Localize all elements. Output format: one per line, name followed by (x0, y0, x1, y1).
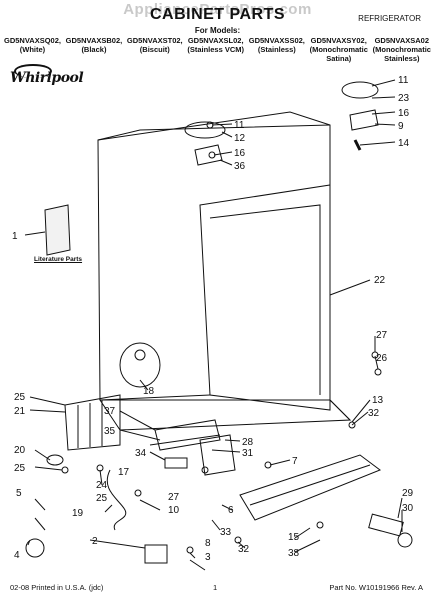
category-label: REFRIGERATOR (358, 14, 421, 23)
top-hinge-cover-icon (184, 121, 226, 139)
for-models-label: For Models: (194, 26, 241, 35)
model-code: GD5NVAXSS02, (248, 36, 305, 45)
callout-16b: 16 (234, 148, 246, 159)
model-finish: (Monochromatic Satina) (309, 45, 368, 63)
callout-18: 18 (143, 386, 155, 397)
callout-8: 8 (205, 538, 211, 549)
model-item: GD5NVAXSB02,(Black) (66, 36, 123, 63)
cabinet-top-edge (97, 124, 331, 141)
model-item: GD5NVAXSS02,(Stainless) (249, 36, 305, 63)
callout-33: 33 (220, 527, 232, 538)
right-hinge-plate-icon (349, 109, 379, 131)
page-number: 1 (213, 583, 218, 592)
water-filter-icon (368, 513, 404, 537)
water-tube-icon (106, 469, 127, 531)
callout-25c: 25 (96, 493, 108, 504)
model-item: GD5NVAXSA02(Monochromatic Stainless) (373, 36, 431, 63)
literature-parts-label: Literature Parts (34, 256, 83, 263)
cabinet-opening (199, 184, 331, 411)
model-code: GD5NVAXSA02 (374, 36, 430, 45)
callout-25b: 25 (14, 463, 26, 474)
callout-14: 14 (398, 138, 410, 149)
callout-16a: 16 (398, 108, 410, 119)
literature-parts-icon (44, 204, 71, 256)
callout-6: 6 (228, 505, 234, 516)
callout-27a: 27 (376, 330, 388, 341)
callout-32b: 32 (238, 544, 250, 555)
leveling-leg-icon (46, 454, 64, 466)
callout-4: 4 (14, 550, 20, 561)
model-finish: (White) (19, 45, 46, 54)
damper-assembly-icon (154, 419, 221, 451)
callout-36: 36 (234, 161, 246, 172)
callout-22: 22 (374, 275, 386, 286)
model-list: GD5NVAXSQ02,(White) GD5NVAXSB02,(Black) … (4, 36, 431, 63)
callout-23: 23 (398, 93, 410, 104)
model-finish: (Stainless) (257, 45, 296, 54)
callout-2: 2 (92, 536, 98, 547)
callout-1: 1 (12, 231, 18, 242)
cabinet-liner (209, 204, 321, 395)
model-finish: (Black) (81, 45, 107, 54)
model-code: GD5NVAXSQ02, (4, 36, 61, 45)
callout-31: 31 (242, 448, 254, 459)
callout-7: 7 (292, 456, 298, 467)
callout-12: 12 (234, 133, 246, 144)
model-code: GD5NVAXSB02, (65, 36, 123, 45)
callout-21: 21 (14, 406, 26, 417)
cabinet-base (99, 399, 352, 431)
callout-10: 10 (168, 505, 180, 516)
model-code: GD5NVAXSY02, (310, 36, 367, 45)
callout-25a: 25 (14, 392, 26, 403)
model-code: GD5NVAXST02, (126, 36, 183, 45)
callout-24: 24 (96, 480, 108, 491)
rear-grille (64, 394, 121, 451)
callout-26: 26 (376, 353, 388, 364)
callout-34: 34 (135, 448, 147, 459)
callout-17: 17 (118, 467, 130, 478)
model-finish: (Biscuit) (139, 45, 170, 54)
filter-cap-icon (397, 532, 413, 548)
callout-3: 3 (205, 552, 211, 563)
footer-print-info: 02-08 Printed in U.S.A. (jdc) (10, 583, 104, 592)
page-title: CABINET PARTS (149, 6, 286, 23)
model-item: GD5NVAXST02,(Biscuit) (127, 36, 183, 63)
model-item: GD5NVAXSL02,(Stainless VCM) (187, 36, 244, 63)
top-hinge-plate-icon (194, 144, 223, 166)
callout-35: 35 (104, 426, 116, 437)
model-item: GD5NVAXSQ02,(White) (4, 36, 61, 63)
callout-28: 28 (242, 437, 254, 448)
callout-38: 38 (288, 548, 300, 559)
valve-icon (144, 544, 168, 564)
callout-9: 9 (398, 121, 404, 132)
hinge-bracket-icon (199, 434, 236, 476)
callout-32a: 32 (368, 408, 380, 419)
model-finish: (Stainless VCM) (187, 45, 245, 54)
cabinet-outline (97, 111, 331, 401)
callout-20: 20 (14, 445, 26, 456)
part-number: Part No. W10191966 Rev. A (329, 583, 423, 592)
callout-27b: 27 (168, 492, 180, 503)
callout-5: 5 (16, 488, 22, 499)
callout-11b: 11 (234, 120, 245, 131)
model-code: GD5NVAXSL02, (187, 36, 244, 45)
ice-dispenser-part-icon (119, 342, 161, 388)
callout-37: 37 (104, 406, 116, 417)
model-finish: (Monochromatic Stainless) (372, 45, 431, 63)
callout-30: 30 (402, 503, 414, 514)
roller-icon (25, 538, 45, 558)
callout-15: 15 (288, 532, 300, 543)
callout-29: 29 (402, 488, 414, 499)
logo-swirl-icon (14, 64, 52, 78)
callout-13: 13 (372, 395, 384, 406)
right-hinge-cover-icon (341, 81, 379, 99)
brand-logo: Whirlpool (10, 70, 84, 86)
toe-grille-icon (239, 454, 382, 521)
callout-11a: 11 (398, 75, 409, 86)
watermark: AppliancePartsPros.com (123, 1, 312, 18)
model-item: GD5NVAXSY02,(Monochromatic Satina) (310, 36, 368, 63)
callout-19: 19 (72, 508, 84, 519)
